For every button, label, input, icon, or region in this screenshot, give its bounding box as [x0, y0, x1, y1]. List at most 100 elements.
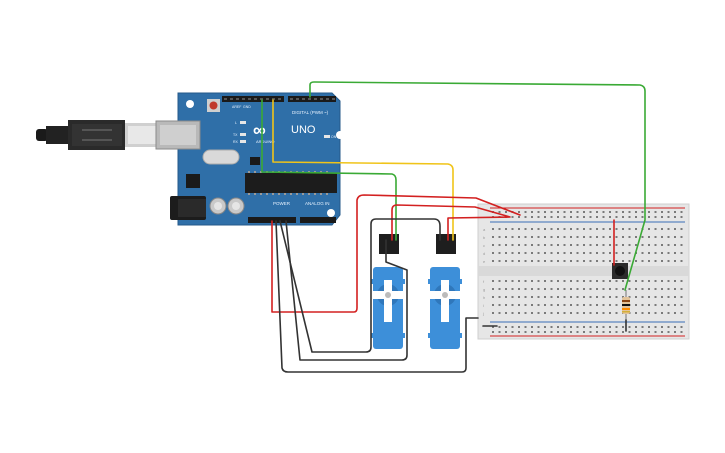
wire-red-servos[interactable] — [391, 204, 511, 241]
breadboard-hole — [654, 331, 657, 333]
pushbutton-icon[interactable] — [612, 263, 628, 279]
breadboard-hole — [563, 228, 566, 230]
breadboard-hole — [524, 260, 527, 262]
breadboard-hole — [661, 312, 663, 314]
breadboard-hole — [622, 236, 624, 238]
breadboard-hole — [550, 326, 553, 328]
breadboard-hole — [635, 211, 637, 213]
breadboard-hole — [628, 260, 631, 262]
breadboard-hole — [583, 326, 585, 328]
breadboard-hole — [615, 260, 618, 262]
breadboard-hole — [622, 211, 624, 213]
breadboard-hole — [654, 236, 657, 238]
breadboard-hole — [570, 304, 572, 306]
breadboard-hole — [492, 331, 494, 333]
breadboard-hole — [492, 228, 494, 230]
breadboard-hole — [674, 304, 676, 306]
breadboard-hole — [563, 296, 566, 298]
breadboard-hole — [557, 236, 559, 238]
breadboard-hole — [544, 236, 546, 238]
breadboard-hole — [680, 228, 683, 230]
breadboard-hole — [674, 326, 676, 328]
breadboard-hole — [654, 216, 657, 218]
breadboard-hole — [596, 236, 598, 238]
breadboard-hole — [602, 252, 605, 254]
breadboard-hole — [583, 228, 585, 230]
breadboard-hole — [544, 280, 546, 282]
breadboard-hole — [557, 296, 559, 298]
breadboard-hole — [576, 216, 579, 218]
breadboard-hole — [622, 280, 624, 282]
breadboard-hole — [492, 280, 494, 282]
breadboard-hole — [531, 288, 533, 290]
breadboard-hole — [596, 288, 598, 290]
breadboard-hole — [661, 288, 663, 290]
breadboard-hole — [641, 288, 644, 290]
breadboard-holes — [492, 211, 683, 333]
breadboard-hole — [674, 252, 676, 254]
breadboard-hole — [576, 288, 579, 290]
breadboard-hole — [648, 326, 650, 328]
breadboard-hole — [596, 312, 598, 314]
breadboard-hole — [628, 331, 631, 333]
wire-black-ground-2[interactable] — [285, 220, 408, 361]
voltage-regulator — [186, 174, 200, 188]
breadboard-hole — [609, 326, 611, 328]
breadboard-hole — [589, 280, 592, 282]
breadboard-hole — [524, 326, 527, 328]
wire-green-servo1[interactable] — [261, 99, 397, 241]
breadboard-hole — [615, 228, 618, 230]
mounting-hole — [336, 131, 344, 139]
breadboard-hole — [609, 304, 611, 306]
breadboard-hole — [602, 304, 605, 306]
breadboard-hole — [602, 211, 605, 213]
breadboard-hole — [583, 252, 585, 254]
row-letter: a — [483, 227, 486, 232]
wire-yellow-servo2[interactable] — [272, 99, 454, 241]
breadboard-hole — [635, 331, 637, 333]
breadboard-hole — [524, 211, 527, 213]
breadboard-hole — [563, 288, 566, 290]
breadboard-hole — [505, 331, 507, 333]
breadboard-hole — [505, 228, 507, 230]
breadboard-hole — [615, 326, 618, 328]
breadboard-hole — [589, 296, 592, 298]
breadboard-hole — [537, 236, 540, 238]
breadboard-hole — [661, 296, 663, 298]
row-letter: b — [483, 235, 486, 240]
tx-label: TX — [233, 133, 238, 137]
breadboard-hole — [661, 211, 663, 213]
breadboard-hole — [557, 326, 559, 328]
wire-green-button[interactable] — [309, 81, 646, 291]
breadboard-hole — [635, 326, 637, 328]
breadboard-hole — [654, 260, 657, 262]
breadboard-hole — [654, 312, 657, 314]
breadboard-hole — [622, 228, 624, 230]
breadboard-hole — [511, 304, 514, 306]
breadboard-hole — [648, 288, 650, 290]
breadboard-hole — [667, 260, 670, 262]
wire-black-ground-1[interactable] — [279, 218, 441, 353]
breadboard-hole — [563, 280, 566, 282]
breadboard-hole — [505, 304, 507, 306]
wire-red-rail[interactable] — [271, 194, 521, 313]
breadboard-hole — [602, 216, 605, 218]
breadboard-hole — [615, 288, 618, 290]
breadboard-hole — [518, 304, 520, 306]
row-letter: i — [483, 303, 484, 308]
breadboard-hole — [622, 326, 624, 328]
breadboard-hole — [511, 236, 514, 238]
breadboard-hole — [563, 236, 566, 238]
analog-header-label: ANALOG IN — [305, 201, 330, 206]
row-letter: g — [483, 287, 485, 292]
breadboard-hole — [622, 244, 624, 246]
breadboard-hole — [596, 296, 598, 298]
usb-cable-icon — [36, 120, 159, 150]
breadboard-hole — [648, 280, 650, 282]
breadboard-hole — [589, 312, 592, 314]
wire-black-ground-3[interactable] — [275, 220, 479, 373]
breadboard-hole — [615, 304, 618, 306]
breadboard-hole — [550, 244, 553, 246]
servo-motor-icon — [428, 234, 462, 349]
